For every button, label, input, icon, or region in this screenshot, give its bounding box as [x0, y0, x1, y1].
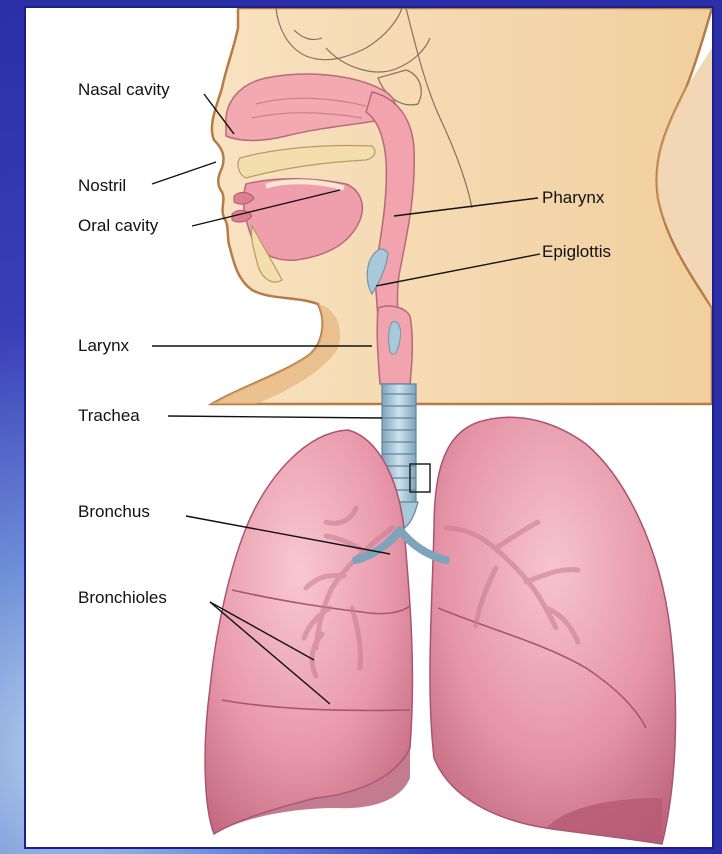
right-lung: [430, 417, 676, 844]
label-bronchioles: Bronchioles: [78, 588, 167, 608]
label-larynx: Larynx: [78, 336, 129, 356]
label-trachea: Trachea: [78, 406, 140, 426]
label-epiglottis: Epiglottis: [542, 242, 611, 262]
label-oral-cavity: Oral cavity: [78, 216, 158, 236]
left-lung: [205, 430, 412, 834]
label-nostril: Nostril: [78, 176, 126, 196]
label-bronchus: Bronchus: [78, 502, 150, 522]
diagram-panel: Nasal cavity Nostril Oral cavity Pharynx…: [24, 6, 714, 849]
respiratory-illustration: [26, 8, 712, 847]
label-nasal-cavity: Nasal cavity: [78, 80, 170, 100]
label-pharynx: Pharynx: [542, 188, 604, 208]
